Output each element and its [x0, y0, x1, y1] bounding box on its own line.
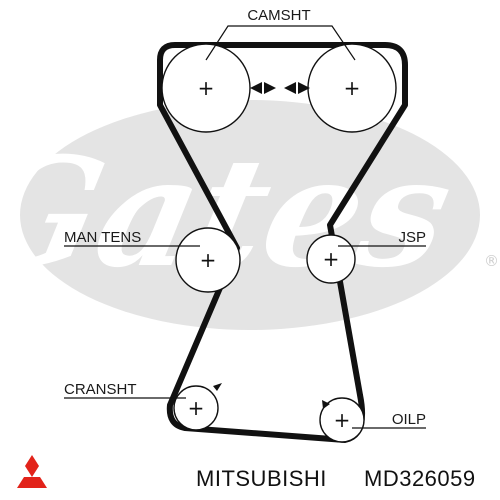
crankshaft-center-marker: + [188, 396, 205, 420]
camshaft-pulley-left: + [161, 43, 251, 133]
timing-mark-3 [284, 82, 296, 94]
jockey-pulley-center-marker: + [323, 247, 340, 271]
camshaft-pulley-right: + [307, 43, 397, 133]
oil-pump-pulley-circle [319, 397, 365, 443]
leader-lines [64, 25, 426, 429]
crankshaft-pulley: + [173, 383, 222, 431]
camshaft-left-center-marker: + [198, 76, 215, 100]
manual-tensioner-center-marker: + [200, 248, 217, 272]
oil-pump-label: OILP [392, 411, 426, 428]
camshaft-leader [205, 25, 356, 61]
timing-mark-4 [298, 82, 310, 94]
crankshaft-label: CRANSHT [64, 381, 137, 398]
footer-brand: MITSUBISHI [196, 466, 327, 491]
jockey-pulley-circle [306, 234, 356, 284]
camshaft-label: CAMSHT [247, 7, 310, 24]
oil-pump-timing-mark [322, 400, 330, 409]
camshaft-timing-marks [250, 82, 310, 94]
manual-tensioner-pulley: + [175, 227, 241, 293]
crankshaft-timing-mark [213, 383, 222, 391]
camshaft-right-center-marker: + [344, 76, 361, 100]
gates-watermark: Gates ® [0, 100, 499, 330]
logo-diamond-right [25, 477, 47, 488]
jockey-pulley-label: JSP [398, 229, 426, 246]
timing-mark-1 [250, 82, 262, 94]
manual-tensioner-circle [175, 227, 241, 293]
manual-tensioner-label: MAN TENS [64, 229, 141, 246]
mitsubishi-logo [17, 455, 47, 488]
timing-mark-2 [264, 82, 276, 94]
oil-pump-pulley: + [319, 397, 365, 443]
watermark-oval [20, 100, 480, 330]
crankshaft-pulley-circle [173, 385, 219, 431]
watermark-registered-mark: ® [484, 252, 499, 270]
logo-diamond-top [25, 455, 39, 477]
jockey-pulley: + [306, 234, 356, 284]
oil-pump-center-marker: + [334, 408, 351, 432]
footer-part-number: MD326059 [364, 466, 476, 491]
